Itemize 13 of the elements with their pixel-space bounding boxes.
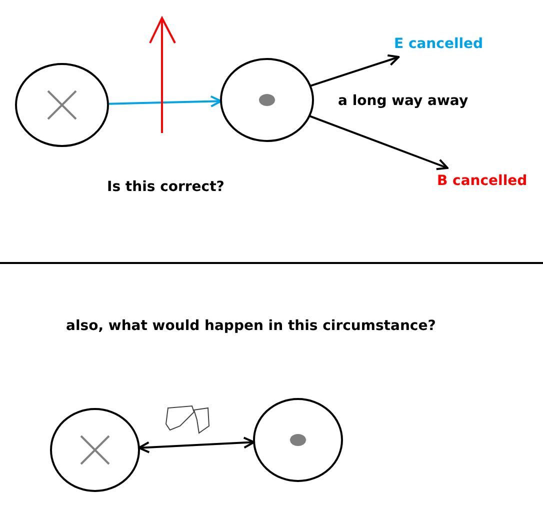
arrow: [309, 115, 448, 170]
arrow: [310, 54, 400, 87]
arrow: [138, 436, 256, 454]
arrow: [108, 95, 222, 108]
cross-circle: [15, 63, 109, 147]
dot-circle: [220, 58, 314, 142]
question-text: also, what would happen in this circumstance?: [66, 317, 436, 335]
question-text: Is this correct?: [107, 178, 224, 196]
annotation-text: a long way away: [338, 92, 468, 110]
text-label: E cancelled: [394, 35, 484, 53]
text-label: B cancelled: [437, 172, 528, 190]
cross-circle: [50, 408, 140, 492]
dot-circle: [253, 398, 343, 482]
